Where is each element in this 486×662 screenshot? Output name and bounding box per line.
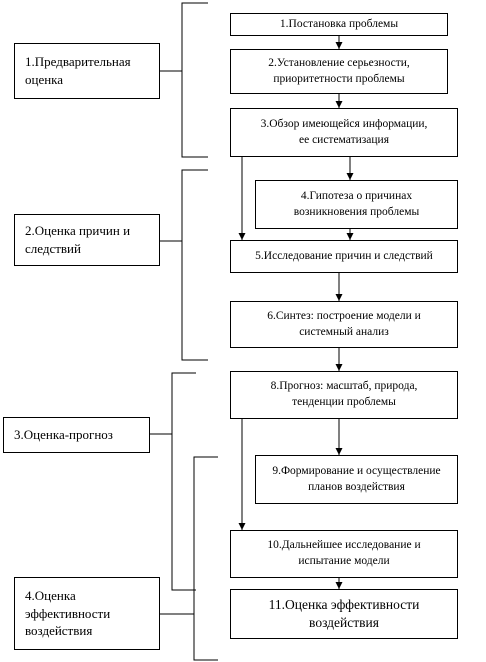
step-box-4: 4.Гипотеза о причинах возникновения проб… [255, 180, 458, 229]
step-box-5: 5.Исследование причин и следствий [230, 240, 458, 273]
step-box-3: 3.Обзор имеющейся информации, ее система… [230, 108, 458, 157]
stage-box-2: 2.Оценка причин и следствий [14, 214, 160, 266]
stage-box-4: 4.Оценка эффективности воздействия [14, 577, 160, 650]
step-box-1: 1.Постановка проблемы [230, 13, 448, 36]
step-box-2: 2.Установление серьезности, приоритетнос… [230, 49, 448, 94]
step-box-11: 11.Оценка эффективности воздействия [230, 589, 458, 639]
bracket-stage-1 [160, 2, 208, 158]
step-box-8: 8.Прогноз: масштаб, природа, тенденции п… [230, 371, 458, 419]
step-box-9: 9.Формирование и осуществление планов во… [255, 455, 458, 504]
step-box-6: 6.Синтез: построение модели и системный … [230, 301, 458, 348]
flow-arrows [238, 36, 354, 589]
stage-box-1: 1.Предварительная оценка [14, 43, 160, 99]
bracket-stage-4 [160, 456, 218, 661]
step-box-10: 10.Дальнейшее исследование и испытание м… [230, 530, 458, 578]
bracket-stage-2 [160, 169, 208, 361]
bracket-stage-3 [150, 372, 196, 591]
stage-box-3: 3.Оценка-прогноз [3, 417, 150, 453]
